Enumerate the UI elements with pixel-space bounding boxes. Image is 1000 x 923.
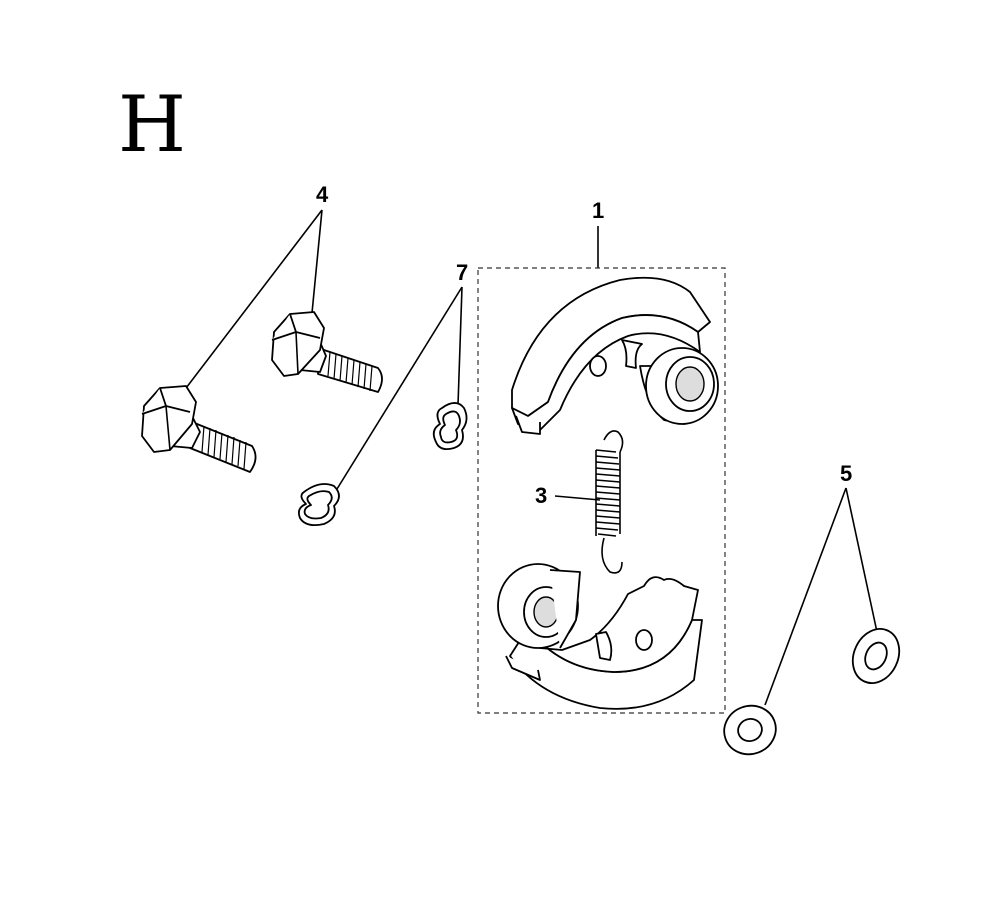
callout-3: 3 — [535, 483, 548, 508]
assembly-boundary — [477, 267, 726, 714]
coil-spring-icon — [595, 430, 624, 574]
flat-washer-icon — [723, 704, 777, 756]
callout-7: 7 — [456, 260, 469, 285]
clutch-shoe-icon — [511, 276, 719, 435]
hex-bolt-icon — [271, 311, 383, 393]
clutch-shoe-icon — [497, 563, 703, 710]
leader-lines — [182, 209, 878, 706]
hex-bolt-icon — [141, 385, 257, 473]
section-letter: H — [118, 80, 187, 170]
callout-1: 1 — [592, 198, 605, 223]
retainer-ring-icon — [297, 483, 340, 527]
callout-5: 5 — [840, 461, 853, 486]
retainer-ring-icon — [432, 402, 468, 451]
flat-washer-icon — [851, 628, 901, 684]
callout-4: 4 — [316, 182, 329, 207]
